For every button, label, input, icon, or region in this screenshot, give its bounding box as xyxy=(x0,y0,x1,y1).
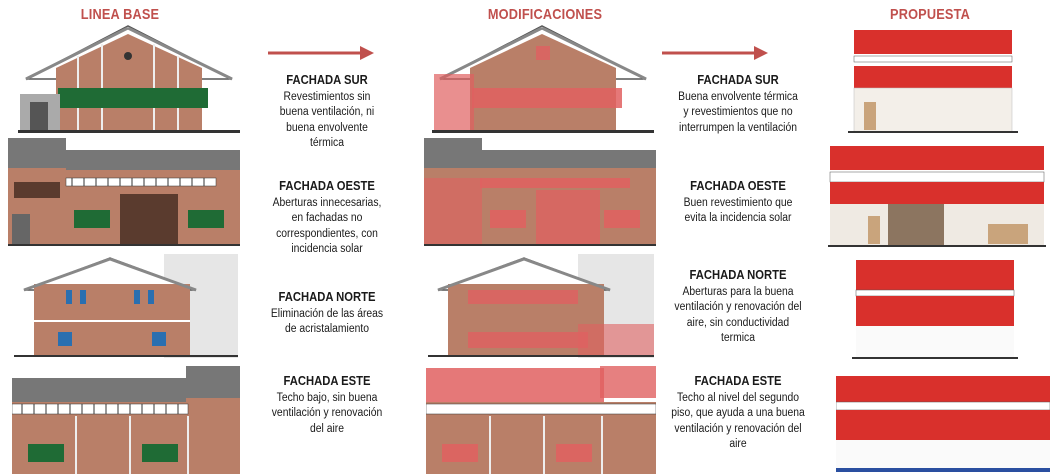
note-title: FACHADA ESTE xyxy=(694,374,782,388)
baseline-column-title: LINEA BASE xyxy=(80,6,160,23)
note-text: Techo al nivel del segundo piso, que ayu… xyxy=(671,391,805,451)
south-facade-baseline-drawing xyxy=(18,25,240,133)
note-text: Techo bajo, sin buena ventilación y reno… xyxy=(271,391,383,435)
north-facade-baseline-drawing xyxy=(14,254,238,358)
arrow-right-icon xyxy=(662,46,768,60)
note-text: Aberturas para la buena ventilación y re… xyxy=(674,285,802,345)
note-title: FACHADA OESTE xyxy=(690,179,786,193)
note-text: Revestimientos sin buena ventilación, ni… xyxy=(279,90,375,150)
east-facade-baseline-note: FACHADA ESTE Techo bajo, sin buena venti… xyxy=(265,374,389,437)
note-text: Buen revestimiento que evita la incidenc… xyxy=(683,196,793,225)
south-facade-baseline-note: FACHADA SUR Revestimientos sin buena ven… xyxy=(269,73,386,152)
east-facade-proposal-drawing xyxy=(836,376,1050,472)
note-text: Aberturas innecesarias, en fachadas no c… xyxy=(272,196,382,256)
south-facade-proposal-drawing xyxy=(848,30,1018,133)
east-facade-modification-drawing xyxy=(426,366,656,474)
note-text: Buena envolvente térmica y revestimiento… xyxy=(678,90,798,134)
west-facade-proposal-drawing xyxy=(828,146,1046,247)
note-title: FACHADA NORTE xyxy=(278,290,376,304)
note-text: Eliminación de las áreas de acristalamie… xyxy=(270,307,384,336)
note-title: FACHADA NORTE xyxy=(689,268,787,282)
west-facade-baseline-note: FACHADA OESTE Aberturas innecesarias, en… xyxy=(269,179,386,258)
south-facade-modification-drawing xyxy=(432,25,654,133)
north-facade-baseline-note: FACHADA NORTE Eliminación de las áreas d… xyxy=(269,290,386,338)
arrow-right-icon xyxy=(268,46,374,60)
note-title: FACHADA ESTE xyxy=(283,374,371,388)
east-facade-modification-note: FACHADA ESTE Techo al nivel del segundo … xyxy=(668,374,808,453)
west-facade-baseline-drawing xyxy=(8,138,240,246)
note-title: FACHADA SUR xyxy=(286,73,368,87)
north-facade-proposal-drawing xyxy=(852,260,1018,359)
modifications-column-title: MODIFICACIONES xyxy=(487,6,603,23)
west-facade-modification-note: FACHADA OESTE Buen revestimiento que evi… xyxy=(675,179,801,227)
west-facade-modification-drawing xyxy=(424,138,656,246)
east-facade-baseline-drawing xyxy=(12,366,240,474)
north-facade-modification-drawing xyxy=(428,254,654,358)
south-facade-modification-note: FACHADA SUR Buena envolvente térmica y r… xyxy=(675,73,801,136)
north-facade-modification-note: FACHADA NORTE Aberturas para la buena ve… xyxy=(670,268,807,347)
proposal-column-title: PROPUESTA xyxy=(890,6,970,23)
note-title: FACHADA OESTE xyxy=(279,179,375,193)
note-title: FACHADA SUR xyxy=(697,73,779,87)
